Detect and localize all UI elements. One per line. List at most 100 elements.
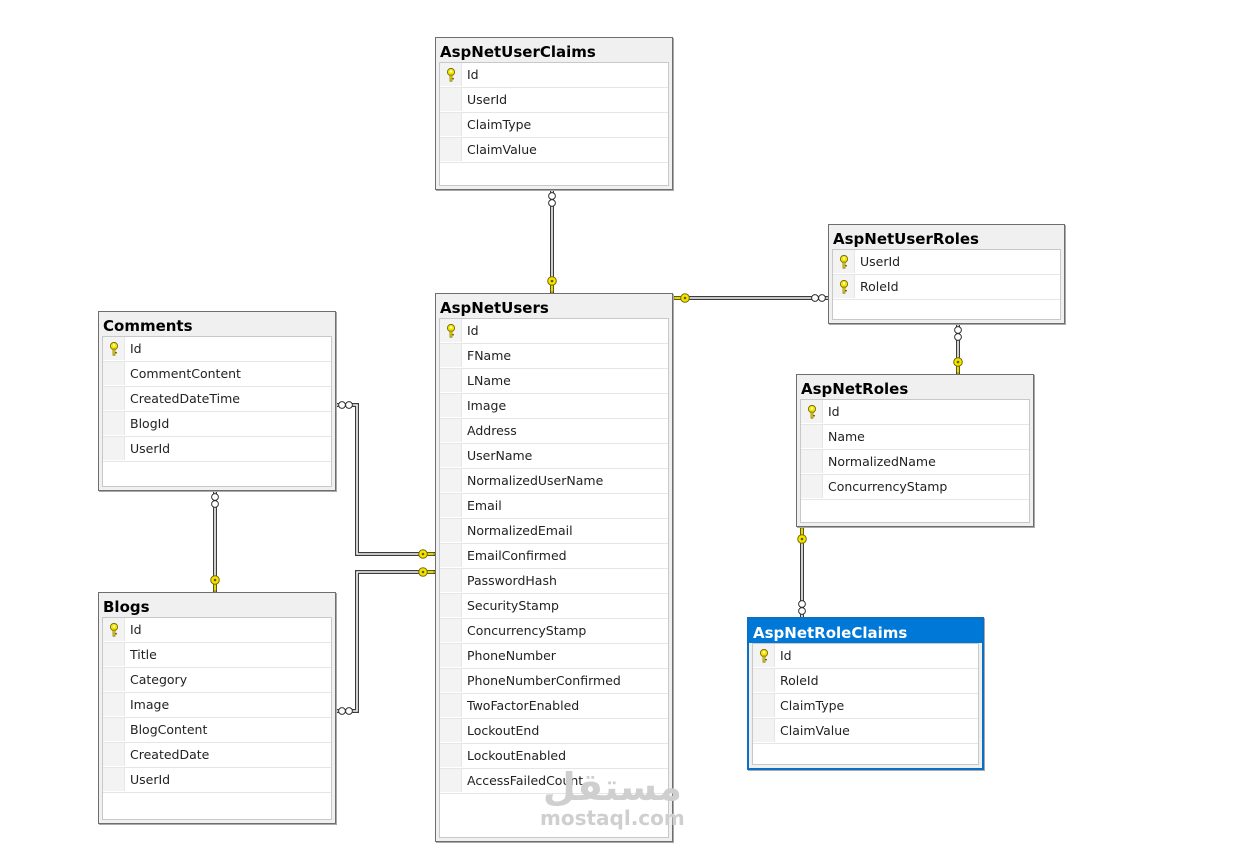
row-selector[interactable] [440, 744, 462, 767]
column-row[interactable]: FName [440, 344, 668, 369]
column-row[interactable]: TwoFactorEnabled [440, 694, 668, 719]
table-title[interactable]: AspNetRoles [801, 380, 909, 398]
column-row[interactable]: UserId [440, 88, 668, 113]
row-selector[interactable] [103, 362, 125, 385]
column-row[interactable]: Category [103, 668, 331, 693]
table-title[interactable]: AspNetUserRoles [833, 230, 979, 248]
row-selector[interactable] [440, 444, 462, 467]
column-row[interactable]: Id [440, 63, 668, 88]
row-selector[interactable] [801, 450, 823, 473]
row-selector[interactable] [103, 412, 125, 435]
column-row[interactable]: LName [440, 369, 668, 394]
column-row[interactable]: BlogId [103, 412, 331, 437]
table-title[interactable]: AspNetUsers [440, 299, 549, 317]
column-row[interactable]: Address [440, 419, 668, 444]
row-selector[interactable] [440, 494, 462, 517]
row-selector[interactable] [440, 113, 462, 136]
row-selector[interactable] [440, 63, 462, 86]
column-row[interactable]: Email [440, 494, 668, 519]
column-row[interactable]: ClaimValue [753, 719, 978, 744]
row-selector[interactable] [103, 668, 125, 691]
row-selector[interactable] [440, 394, 462, 417]
row-selector[interactable] [440, 344, 462, 367]
column-row[interactable]: CreatedDateTime [103, 387, 331, 412]
row-selector[interactable] [440, 694, 462, 717]
row-selector[interactable] [440, 719, 462, 742]
column-row[interactable]: NormalizedEmail [440, 519, 668, 544]
row-selector[interactable] [440, 519, 462, 542]
row-selector[interactable] [103, 693, 125, 716]
column-row[interactable]: Image [103, 693, 331, 718]
row-selector[interactable] [103, 718, 125, 741]
row-selector[interactable] [103, 618, 125, 641]
row-selector[interactable] [440, 769, 462, 792]
row-selector[interactable] [103, 337, 125, 360]
column-row[interactable]: ConcurrencyStamp [440, 619, 668, 644]
row-selector[interactable] [440, 369, 462, 392]
row-selector[interactable] [440, 419, 462, 442]
column-row[interactable]: Name [801, 425, 1029, 450]
column-row[interactable]: CreatedDate [103, 743, 331, 768]
column-row[interactable]: PasswordHash [440, 569, 668, 594]
column-row[interactable]: UserId [103, 768, 331, 793]
row-selector[interactable] [103, 387, 125, 410]
column-row[interactable]: ClaimType [753, 694, 978, 719]
column-row[interactable]: LockoutEnd [440, 719, 668, 744]
column-row[interactable]: PhoneNumberConfirmed [440, 669, 668, 694]
column-row[interactable]: Image [440, 394, 668, 419]
column-row[interactable]: UserId [833, 250, 1060, 275]
column-row[interactable]: RoleId [753, 669, 978, 694]
column-row[interactable]: Id [753, 644, 978, 669]
row-selector[interactable] [440, 669, 462, 692]
column-row[interactable]: ClaimType [440, 113, 668, 138]
row-selector[interactable] [440, 88, 462, 111]
column-row[interactable]: CommentContent [103, 362, 331, 387]
column-row[interactable]: EmailConfirmed [440, 544, 668, 569]
table-title[interactable]: AspNetUserClaims [440, 43, 596, 61]
row-selector[interactable] [103, 743, 125, 766]
column-row[interactable]: Id [440, 319, 668, 344]
column-row[interactable]: ClaimValue [440, 138, 668, 163]
column-row[interactable]: RoleId [833, 275, 1060, 300]
row-selector[interactable] [833, 275, 855, 298]
column-row[interactable]: Id [103, 618, 331, 643]
column-row[interactable]: LockoutEnabled [440, 744, 668, 769]
row-selector[interactable] [753, 669, 775, 692]
column-row[interactable]: NormalizedUserName [440, 469, 668, 494]
table-title[interactable]: Comments [103, 317, 193, 335]
row-selector[interactable] [801, 425, 823, 448]
row-selector[interactable] [103, 768, 125, 791]
row-selector[interactable] [753, 694, 775, 717]
row-selector[interactable] [440, 319, 462, 342]
column-row[interactable]: Title [103, 643, 331, 668]
row-selector[interactable] [801, 475, 823, 498]
row-selector[interactable] [801, 400, 823, 423]
column-row[interactable]: Id [103, 337, 331, 362]
column-row[interactable]: ConcurrencyStamp [801, 475, 1029, 500]
column-row[interactable]: PhoneNumber [440, 644, 668, 669]
row-selector[interactable] [440, 594, 462, 617]
row-selector[interactable] [833, 250, 855, 273]
row-selector[interactable] [440, 469, 462, 492]
column-row[interactable]: NormalizedName [801, 450, 1029, 475]
table-title[interactable]: AspNetRoleClaims [749, 619, 982, 643]
column-row[interactable]: BlogContent [103, 718, 331, 743]
column-row[interactable]: AccessFailedCount [440, 769, 668, 794]
row-selector[interactable] [440, 619, 462, 642]
column-row[interactable]: Id [801, 400, 1029, 425]
row-selector[interactable] [440, 644, 462, 667]
row-selector[interactable] [440, 544, 462, 567]
row-selector[interactable] [103, 437, 125, 460]
column-row[interactable]: SecurityStamp [440, 594, 668, 619]
row-selector[interactable] [440, 138, 462, 161]
row-selector[interactable] [753, 644, 775, 667]
column-row[interactable]: UserName [440, 444, 668, 469]
table-title[interactable]: Blogs [103, 598, 150, 616]
